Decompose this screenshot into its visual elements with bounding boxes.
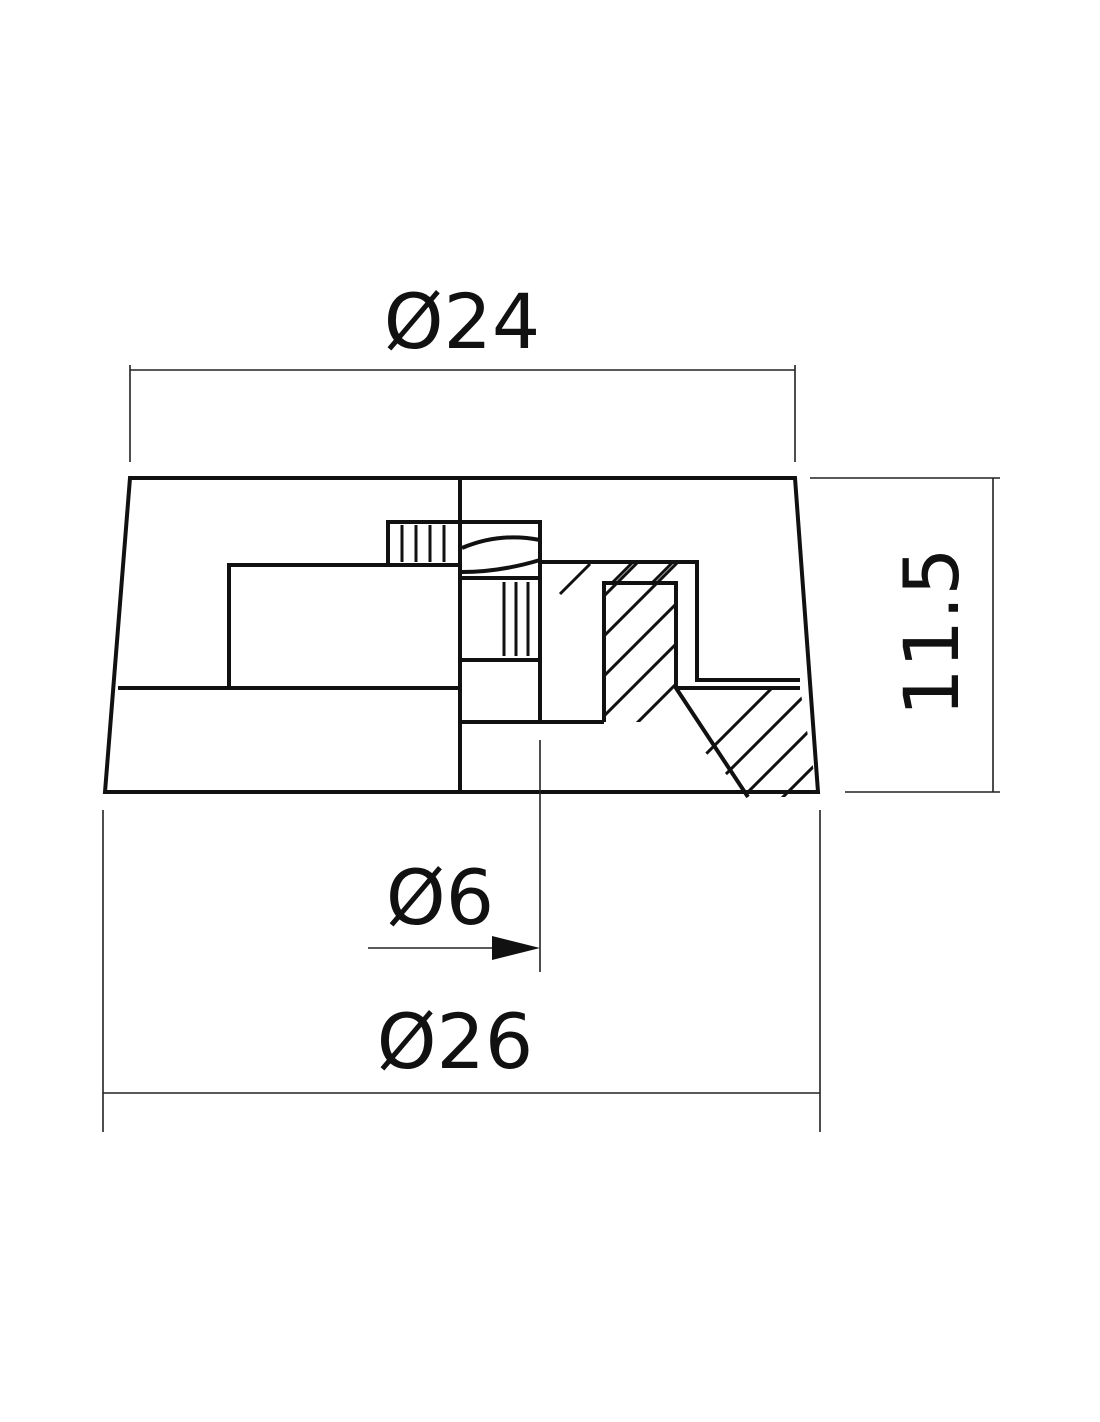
knurl-lines-insert bbox=[502, 582, 530, 656]
dimension-label-top-diameter: Ø24 bbox=[384, 277, 541, 366]
knob-body bbox=[102, 476, 821, 794]
dimension-height: 11.5 bbox=[810, 477, 1000, 793]
knurl-lines-top bbox=[400, 525, 446, 562]
right-section-view bbox=[460, 520, 800, 799]
left-exterior-view bbox=[227, 520, 460, 688]
dimension-label-bore-diameter: Ø6 bbox=[386, 853, 494, 942]
dimension-bore-diameter: Ø6 bbox=[368, 740, 541, 972]
dimension-label-height: 11.5 bbox=[887, 547, 976, 716]
dimension-top-diameter: Ø24 bbox=[129, 277, 796, 462]
dimension-bottom-diameter: Ø26 bbox=[102, 810, 821, 1132]
dimension-label-bottom-diameter: Ø26 bbox=[377, 997, 534, 1086]
arrowhead-icon bbox=[492, 936, 540, 960]
